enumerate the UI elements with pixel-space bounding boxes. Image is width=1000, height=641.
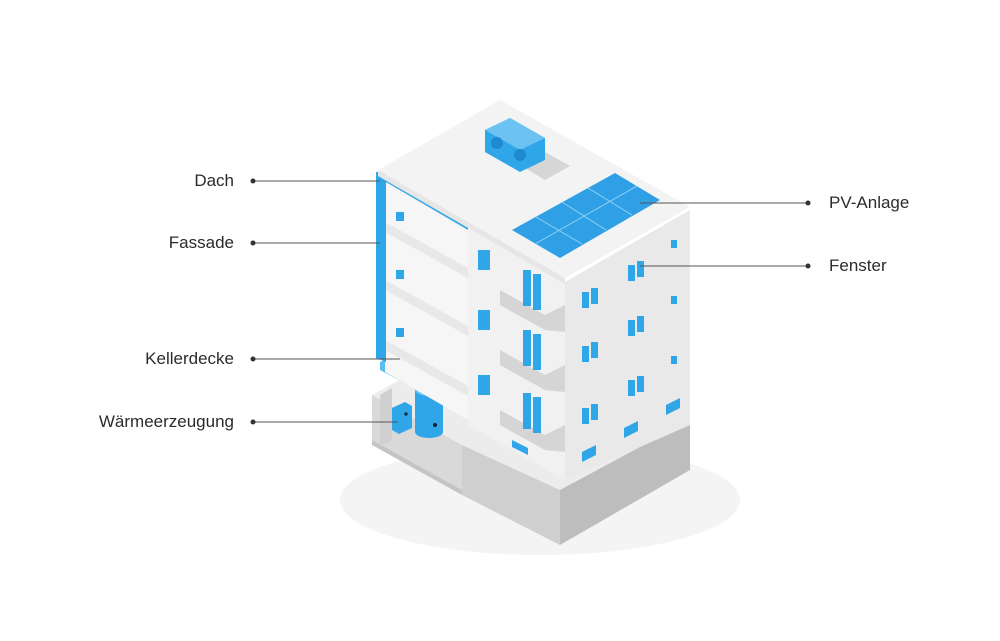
balconies xyxy=(500,290,565,452)
windows xyxy=(478,240,680,462)
leader-lines xyxy=(250,178,811,425)
label-pv-anlage: PV-Anlage xyxy=(829,193,910,212)
label-dach: Dach xyxy=(194,171,234,190)
label-fenster: Fenster xyxy=(829,256,887,275)
cutaway-interior xyxy=(385,180,468,420)
label-fassade: Fassade xyxy=(168,233,234,252)
pv-panels xyxy=(512,173,660,258)
label-kellerdecke: Kellerdecke xyxy=(145,349,234,368)
facade-insulation xyxy=(376,172,386,362)
roof xyxy=(378,100,690,278)
label-waermeerzeugung: Wärmeerzeugung xyxy=(98,412,234,431)
rooftop-units xyxy=(485,118,570,180)
